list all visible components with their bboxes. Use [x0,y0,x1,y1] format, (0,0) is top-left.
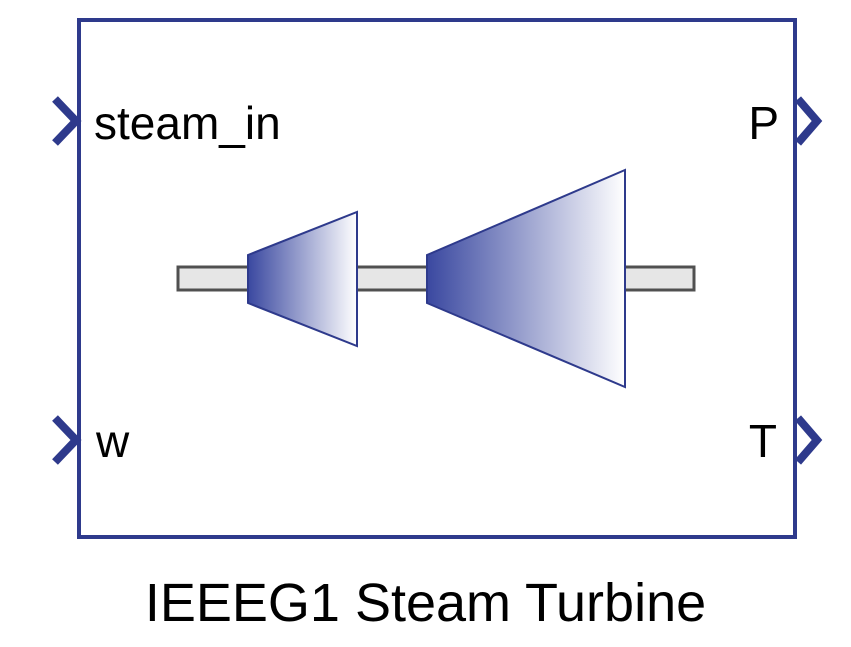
low-pressure-stage-icon [426,168,626,389]
output-port-t-icon[interactable] [794,415,823,465]
input-port-w-icon[interactable] [52,415,82,465]
output-label-p: P [748,97,779,149]
output-port-p-icon[interactable] [794,96,823,146]
output-label-t: T [748,415,777,467]
high-pressure-stage-icon [247,210,358,348]
input-label-steam-in: steam_in [94,97,281,149]
input-label-w: w [96,415,130,467]
block-caption: IEEEG1 Steam Turbine [144,573,707,633]
steam-turbine-icon [176,168,696,389]
input-port-steam-in-icon[interactable] [52,96,82,146]
